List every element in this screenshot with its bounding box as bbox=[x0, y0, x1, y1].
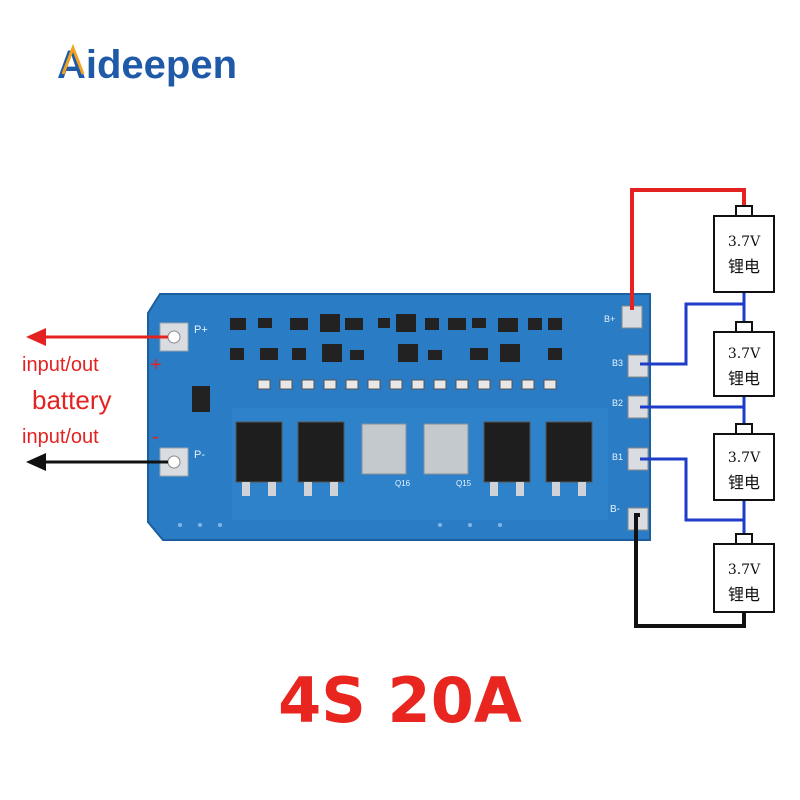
solder-pad-q16 bbox=[361, 423, 407, 475]
solder-pad-q15 bbox=[423, 423, 469, 475]
battery-cell-4 bbox=[713, 533, 775, 613]
battery-cell-1 bbox=[713, 205, 775, 293]
cell-1-voltage: 3.7V bbox=[728, 234, 761, 250]
label-p-plus: P+ bbox=[194, 324, 208, 336]
smd-components bbox=[230, 314, 562, 362]
label-p-minus: P- bbox=[194, 449, 205, 461]
arrow-input-out-positive bbox=[26, 328, 168, 346]
label-q15: Q15 bbox=[456, 479, 472, 488]
pad-b3 bbox=[627, 354, 649, 378]
cell-3-voltage: 3.7V bbox=[728, 450, 761, 466]
label-b1: B1 bbox=[612, 452, 623, 462]
label-b-minus: B- bbox=[610, 504, 620, 515]
cell-3-chem: 锂电 bbox=[728, 473, 760, 492]
mosfet-3 bbox=[483, 421, 531, 496]
cell-2-voltage: 3.7V bbox=[728, 346, 761, 362]
label-b2: B2 bbox=[612, 398, 623, 408]
wire-b-minus-black bbox=[634, 513, 746, 628]
cell-4-voltage: 3.7V bbox=[728, 562, 761, 578]
wire-b-plus-red bbox=[630, 188, 746, 310]
label-minus-sign: - bbox=[152, 426, 159, 448]
mosfet-1 bbox=[235, 421, 283, 496]
logo-accent-icon bbox=[61, 43, 85, 75]
brand-logo: Aideepen bbox=[55, 40, 275, 90]
cell-4-chem: 锂电 bbox=[728, 585, 760, 604]
label-b-plus: B+ bbox=[604, 314, 615, 324]
diode bbox=[192, 386, 210, 412]
mosfet-2 bbox=[297, 421, 345, 496]
product-caption: 4S 20A bbox=[278, 664, 522, 737]
label-battery: battery bbox=[32, 385, 112, 415]
logo-text: Aideepen bbox=[57, 43, 237, 87]
battery-cell-3 bbox=[713, 423, 775, 501]
wire-b2-blue bbox=[640, 394, 746, 424]
label-q16: Q16 bbox=[395, 479, 411, 488]
arrow-input-out-negative bbox=[26, 453, 168, 471]
mosfet-4 bbox=[545, 421, 593, 496]
wire-b1-blue bbox=[640, 457, 746, 534]
cell-1-chem: 锂电 bbox=[728, 257, 760, 276]
cell-2-chem: 锂电 bbox=[728, 369, 760, 388]
label-b3: B3 bbox=[612, 358, 623, 368]
resistor-row bbox=[257, 379, 557, 390]
label-input-out-top: input/out bbox=[22, 354, 99, 376]
battery-cell-2 bbox=[713, 321, 775, 397]
wire-b3-blue bbox=[640, 292, 746, 366]
label-input-out-bottom: input/out bbox=[22, 426, 99, 448]
label-plus-sign: + bbox=[150, 354, 162, 376]
